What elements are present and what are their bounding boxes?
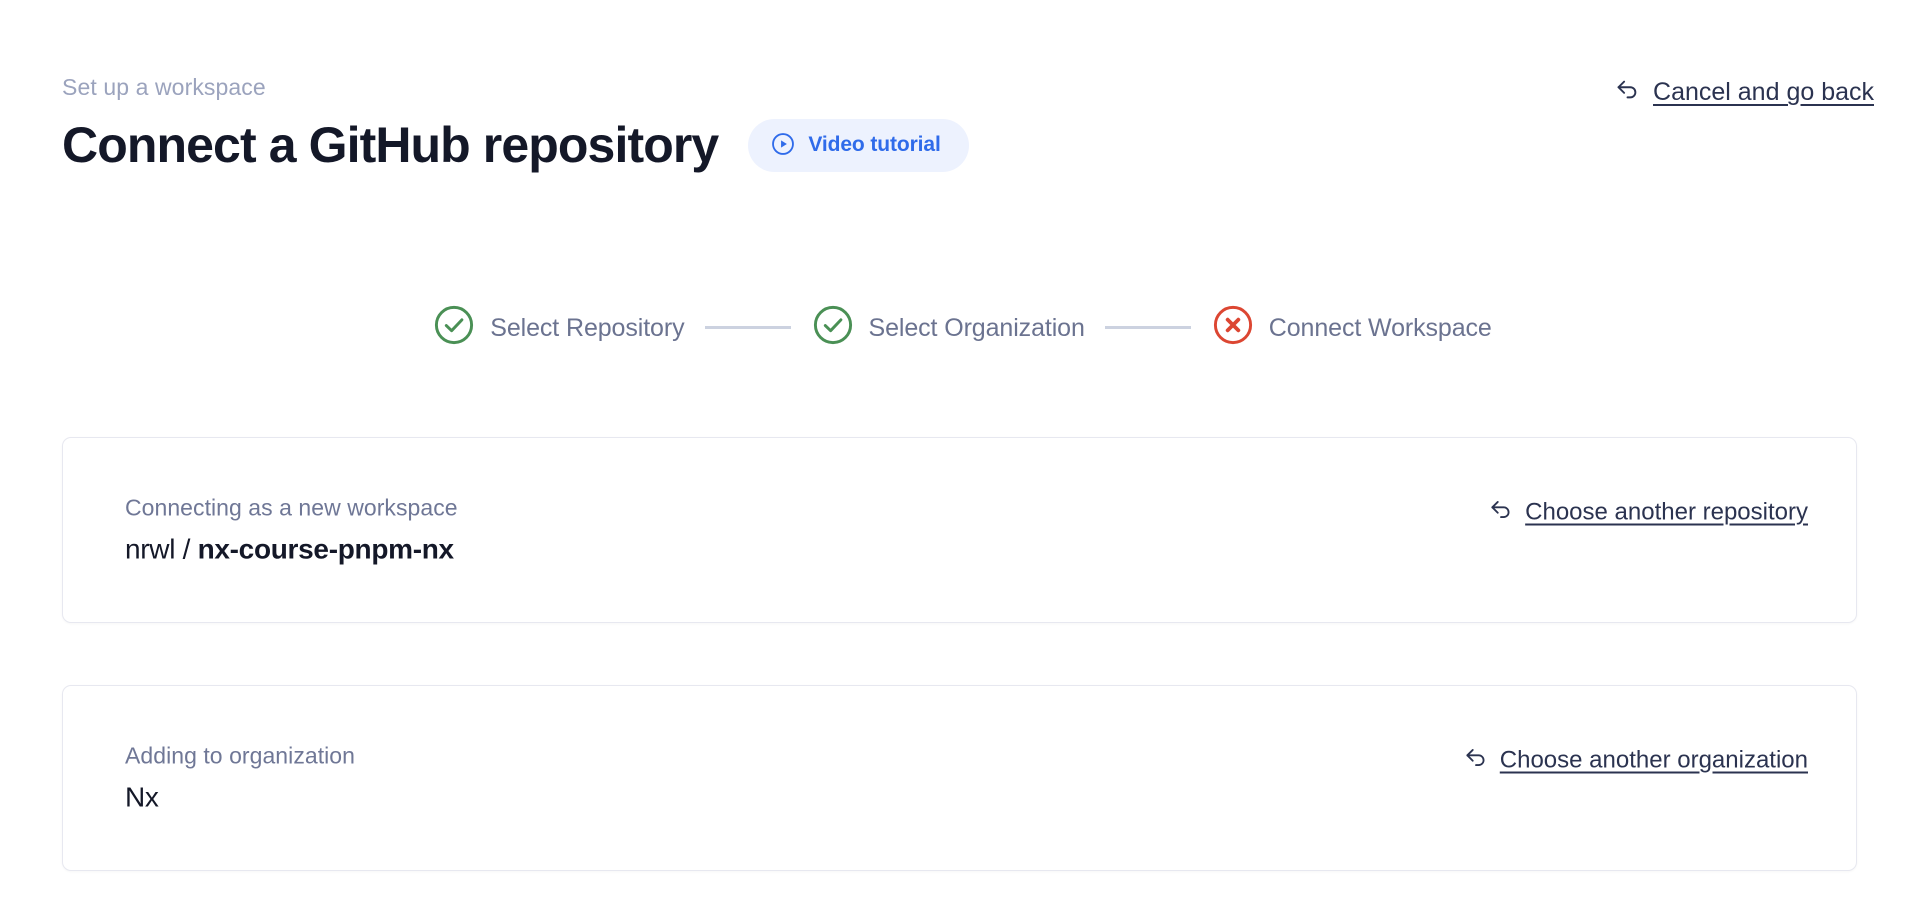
- header-row: Set up a workspace Connect a GitHub repo…: [62, 72, 1874, 174]
- title-row: Connect a GitHub repository Video tutori…: [62, 116, 969, 174]
- step-connector-1: [704, 326, 791, 329]
- organization-name: Nx: [125, 781, 159, 813]
- cancel-and-go-back-label: Cancel and go back: [1653, 78, 1874, 106]
- video-tutorial-label: Video tutorial: [808, 133, 941, 156]
- organization-card-inner: Adding to organization Nx Choose another…: [125, 741, 1808, 816]
- header-left: Set up a workspace Connect a GitHub repo…: [62, 72, 969, 174]
- arrow-uturn-left-icon: [1463, 745, 1489, 776]
- repository-card-value: nrwl / nx-course-pnpm-nx: [125, 532, 458, 568]
- repository-card-inner: Connecting as a new workspace nrwl / nx-…: [125, 493, 1808, 568]
- organization-card: Adding to organization Nx Choose another…: [62, 685, 1857, 871]
- repository-card: Connecting as a new workspace nrwl / nx-…: [62, 437, 1857, 623]
- page-header: Set up a workspace Connect a GitHub repo…: [62, 72, 1874, 174]
- arrow-uturn-left-icon: [1488, 497, 1514, 528]
- repository-card-text: Connecting as a new workspace nrwl / nx-…: [125, 493, 458, 568]
- play-circle-icon: [770, 131, 796, 160]
- step-label: Connect Workspace: [1268, 313, 1492, 342]
- repository-owner: nrwl /: [125, 533, 198, 565]
- step-connect-workspace[interactable]: Connect Workspace: [1211, 303, 1492, 352]
- repository-name: nx-course-pnpm-nx: [197, 533, 455, 565]
- check-circle-icon: [432, 303, 476, 352]
- step-select-repository[interactable]: Select Repository: [432, 303, 685, 352]
- choose-another-organization-link[interactable]: Choose another organization: [1463, 745, 1808, 776]
- organization-card-text: Adding to organization Nx: [125, 741, 355, 816]
- choose-another-repository-label: Choose another repository: [1525, 498, 1808, 525]
- step-label: Select Repository: [490, 313, 685, 342]
- step-connector-2: [1104, 326, 1191, 329]
- check-circle-icon: [811, 303, 855, 352]
- breadcrumb: Set up a workspace: [62, 74, 266, 100]
- arrow-uturn-left-icon: [1614, 76, 1641, 108]
- x-circle-icon: [1211, 303, 1255, 352]
- page-title: Connect a GitHub repository: [62, 117, 719, 173]
- choose-another-repository-link[interactable]: Choose another repository: [1488, 497, 1808, 528]
- step-label: Select Organization: [868, 313, 1085, 342]
- step-select-organization[interactable]: Select Organization: [811, 303, 1085, 352]
- repository-card-caption: Connecting as a new workspace: [125, 494, 458, 521]
- choose-another-organization-label: Choose another organization: [1499, 746, 1808, 773]
- cancel-and-go-back-link[interactable]: Cancel and go back: [1614, 76, 1874, 108]
- video-tutorial-button[interactable]: Video tutorial: [748, 118, 969, 172]
- progress-stepper: Select Repository Select Organization Co…: [0, 303, 1924, 352]
- organization-card-caption: Adding to organization: [125, 742, 355, 769]
